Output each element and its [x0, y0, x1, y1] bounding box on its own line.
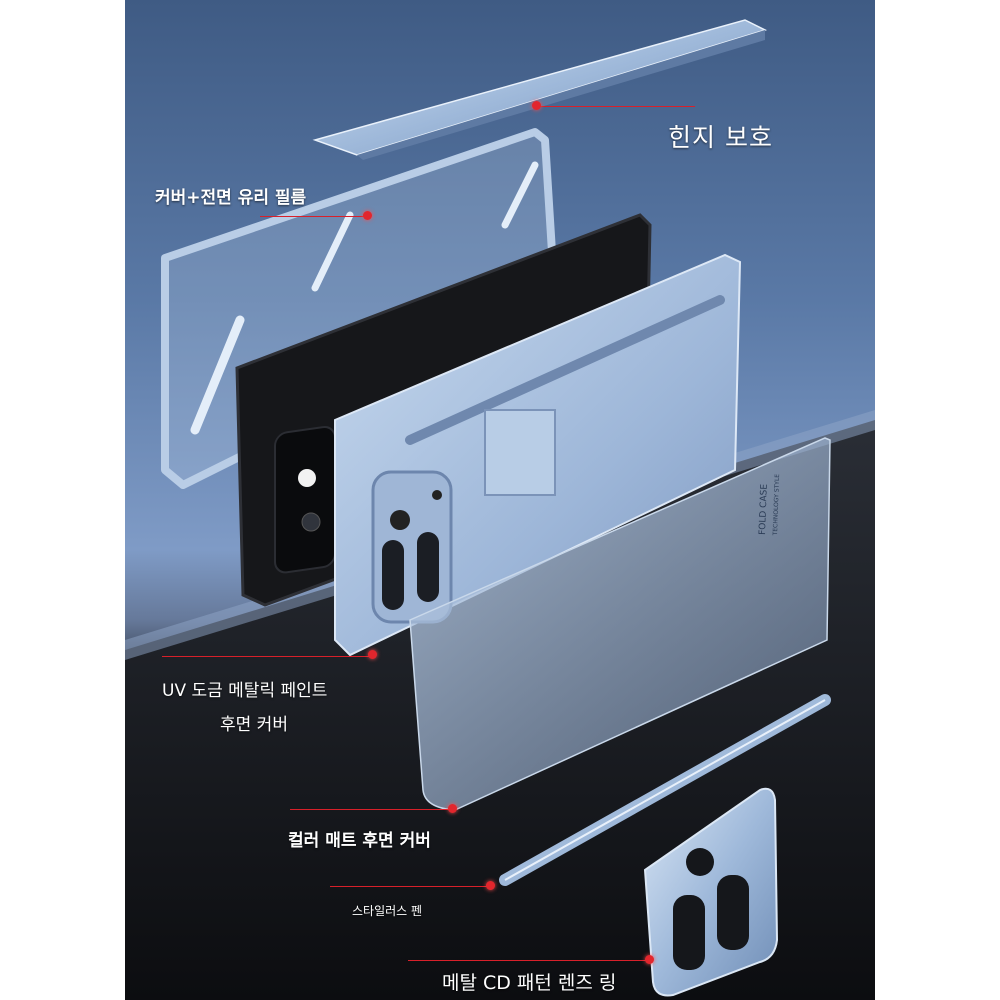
matte-back-cover [409, 437, 831, 811]
case-flash-hole [432, 490, 442, 500]
marker-dot-cover [363, 211, 372, 220]
phone-camera-module [274, 426, 336, 574]
leader-line-cover [260, 216, 368, 217]
hinge-protector-edge [357, 30, 765, 160]
phone-lens [301, 512, 321, 532]
glass-highlight [501, 161, 539, 229]
glass-highlight [190, 315, 245, 435]
case-print-line2: TECHNOLOGY STYLE [772, 474, 781, 537]
marker-dot-matte [448, 804, 457, 813]
lens-ring-hole [686, 848, 714, 876]
leader-line-lens [408, 960, 650, 961]
leader-line-hinge [538, 106, 695, 107]
label-lens-ring: 메탈 CD 패턴 렌즈 링 [442, 972, 617, 994]
leader-line-uv [162, 656, 372, 657]
glass-highlight [311, 211, 354, 292]
case-lens-hole [390, 510, 410, 530]
kickstand [484, 409, 556, 496]
label-hinge-protection: 힌지 보호 [668, 123, 773, 152]
lens-ring-slot [717, 875, 749, 950]
case-lens-slot [417, 532, 439, 602]
marker-dot-lens [645, 955, 654, 964]
case-print-line1: FOLD CASE [758, 484, 770, 536]
case-lens-slot [382, 540, 404, 610]
label-back-cover: 후면 커버 [220, 715, 288, 735]
stylus-highlight [504, 699, 826, 881]
label-stylus-pen: 스타일러스 펜 [352, 904, 423, 918]
leader-line-matte [290, 809, 452, 810]
lens-ring-slot [673, 895, 705, 970]
leader-line-stylus [330, 886, 490, 887]
exploded-case-illustration: FOLD CASE TECHNOLOGY STYLE [125, 19, 875, 1000]
product-photo: FOLD CASE TECHNOLOGY STYLE [125, 0, 875, 1000]
label-cover-glass: 커버+전면 유리 필름 [155, 188, 307, 208]
pen-slot [405, 295, 725, 445]
label-matte-cover: 컬러 매트 후면 커버 [288, 831, 431, 851]
label-uv-plating: UV 도금 메탈릭 페인트 [162, 681, 328, 701]
marker-dot-uv [368, 650, 377, 659]
marker-dot-hinge [532, 101, 541, 110]
phone-flash [298, 469, 316, 487]
marker-dot-stylus [486, 881, 495, 890]
